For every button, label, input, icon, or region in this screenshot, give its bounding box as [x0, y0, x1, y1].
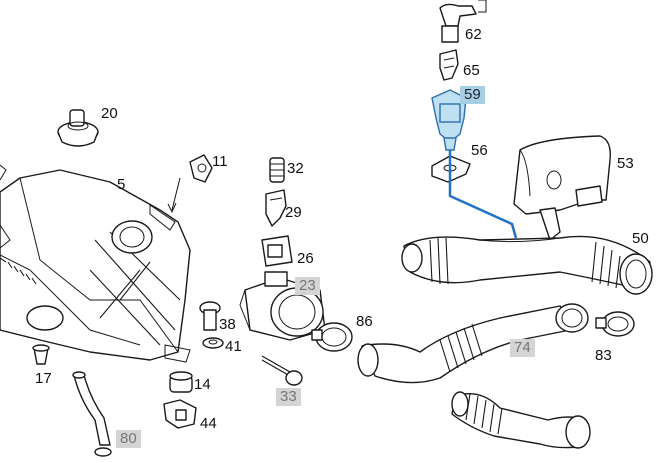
label-53: 53: [617, 155, 634, 172]
label-86: 86: [356, 313, 373, 330]
label-14: 14: [194, 376, 211, 393]
part-26-bracket[interactable]: [261, 235, 293, 267]
label-41: 41: [225, 338, 242, 355]
label-26: 26: [297, 250, 314, 267]
part-74-hose[interactable]: [357, 303, 589, 384]
label-5: 5: [117, 176, 126, 193]
part-59-valve[interactable]: [431, 89, 467, 151]
label-74[interactable]: 74: [510, 339, 535, 357]
label-80[interactable]: 80: [116, 430, 141, 448]
label-44: 44: [200, 415, 217, 432]
part-23-air-mass-sensor[interactable]: [239, 271, 326, 341]
part-62-elbow[interactable]: [439, 0, 487, 43]
label-59[interactable]: 59: [460, 86, 485, 104]
label-20: 20: [101, 105, 118, 122]
bottom-hose[interactable]: [451, 391, 591, 449]
label-56: 56: [471, 142, 488, 159]
label-29: 29: [285, 204, 302, 221]
part-20-damper[interactable]: [57, 109, 99, 147]
part-83-hose-clamp[interactable]: [595, 311, 635, 337]
label-33[interactable]: 33: [276, 388, 301, 406]
label-65: 65: [463, 62, 480, 79]
label-50: 50: [632, 230, 649, 247]
part-80-drain-pipe[interactable]: [72, 371, 112, 457]
part-41-washer[interactable]: [202, 337, 224, 349]
part-38-bolt[interactable]: [199, 301, 221, 331]
label-83: 83: [595, 347, 612, 364]
connection-line: [448, 150, 518, 239]
label-62: 62: [465, 26, 482, 43]
part-50-intake-hose[interactable]: [401, 235, 653, 295]
label-17: 17: [35, 370, 52, 387]
part-86-hose-clamp[interactable]: [311, 322, 353, 352]
label-23[interactable]: 23: [295, 277, 320, 295]
air-filter-housing[interactable]: [0, 164, 191, 363]
part-44-holder[interactable]: [163, 399, 197, 429]
part-17-grommet[interactable]: [32, 344, 50, 365]
part-11-clip[interactable]: [189, 154, 213, 183]
part-14-rubber-mount[interactable]: [169, 371, 193, 393]
part-53-resonator[interactable]: [513, 135, 611, 241]
label-11: 11: [212, 153, 228, 170]
part-65-connector[interactable]: [439, 49, 459, 81]
part-29-plug[interactable]: [265, 189, 287, 227]
label-38: 38: [219, 316, 236, 333]
part-32-connector[interactable]: [269, 157, 285, 183]
label-32: 32: [287, 160, 304, 177]
part-33-screw[interactable]: [261, 355, 303, 386]
